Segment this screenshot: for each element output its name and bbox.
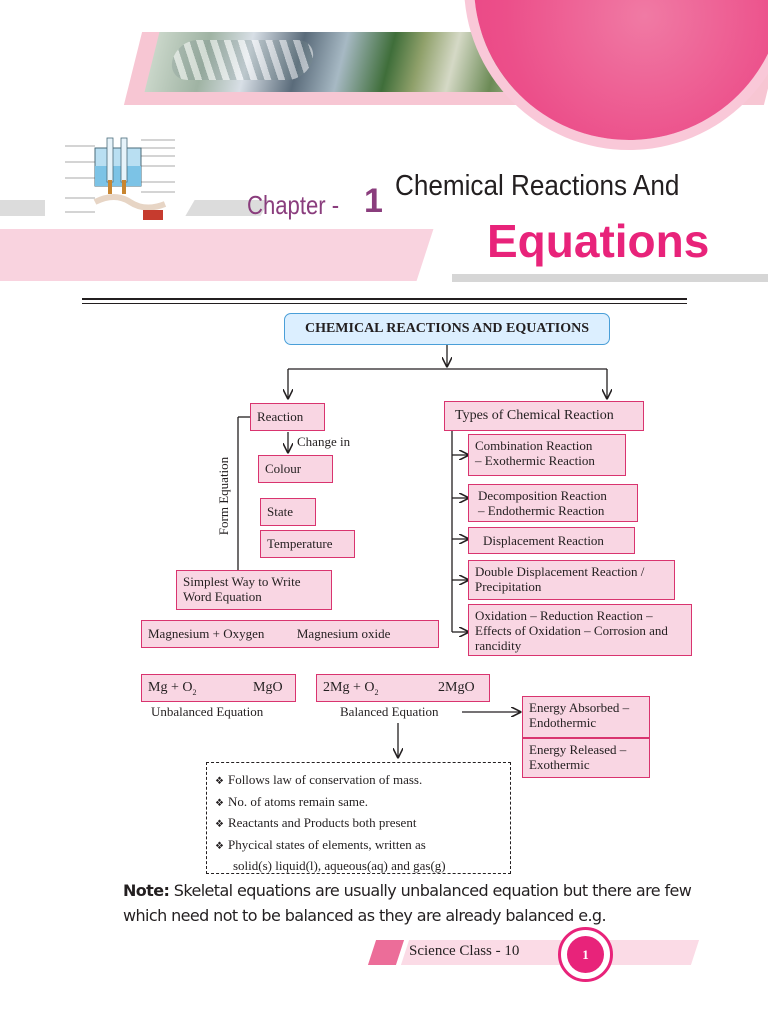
type-line: Displacement Reaction [483,533,604,548]
type-line: Oxidation – Reduction Reaction – [475,608,653,623]
state-box: State [260,498,316,526]
balanced-equation-notes: ❖Follows law of conservation of mass. ❖N… [206,762,511,874]
diamond-bullet-icon: ❖ [215,776,224,787]
page-number: 1 [567,936,604,973]
note-text: Reactants and Products both present [227,815,417,830]
subscript: 2 [374,687,379,697]
note-item: ❖Phycical states of elements, written as [215,835,502,857]
reaction-box: Reaction [250,403,325,431]
note-text: solid(s) liquid(l), aqueous(aq) and gas(… [233,858,446,873]
unbalanced-eq-reactants: Mg + O [148,680,193,695]
footer-subject: Science Class - 10 [409,943,520,959]
type-line: Combination Reaction [475,438,593,453]
balanced-equation-box: 2Mg + O2 2MgO [316,674,490,702]
colour-box: Colour [258,455,333,483]
note-item: ❖Follows law of conservation of mass. [215,770,502,792]
form-equation-wrapper: Form Equation [209,450,239,540]
divider-rule [82,303,687,304]
note-paragraph: Note: Skeletal equations are usually unb… [123,878,703,928]
type-line: Decomposition Reaction [478,488,607,503]
simplest-way-line2: Word Equation [183,589,262,604]
unbalanced-label: Unbalanced Equation [151,704,264,719]
word-equation-reactants: Magnesium + Oxygen [148,626,265,641]
balanced-eq-reactants: 2Mg + O [323,680,375,695]
balanced-eq-product: 2MgO [438,680,475,695]
type-line: rancidity [475,638,522,653]
decor-stripe [452,274,768,282]
types-of-reaction-box: Types of Chemical Reaction [444,401,644,431]
word-equation-box: Magnesium + Oxygen Magnesium oxide [141,620,439,648]
unbalanced-equation-box: Mg + O2 MgO [141,674,296,702]
type-box-oxidation-reduction: Oxidation – Reduction Reaction – Effects… [468,604,692,656]
simplest-way-box: Simplest Way to Write Word Equation [176,570,332,610]
type-line: – Exothermic Reaction [475,453,595,468]
type-line: Effects of Oxidation – Corrosion and [475,623,668,638]
flowchart-main-box: CHEMICAL REACTIONS AND EQUATIONS [284,313,610,345]
note-text: Skeletal equations are usually unbalance… [123,881,692,925]
energy-released-line1: Energy Released – [529,742,627,757]
note-label: Note: [123,881,170,900]
electrolysis-apparatus-image [65,137,175,220]
energy-released-box: Energy Released – Exothermic [522,738,650,778]
diamond-bullet-icon: ❖ [215,819,224,830]
chapter-title-line1: Chemical Reactions And [395,170,680,202]
energy-absorbed-line1: Energy Absorbed – [529,700,630,715]
diamond-bullet-icon: ❖ [215,797,224,809]
temperature-box: Temperature [260,530,355,558]
word-equation-product: Magnesium oxide [296,626,391,641]
note-text: Phycical states of elements, written as [227,836,426,852]
type-line: Double Displacement Reaction / [475,564,645,579]
energy-absorbed-box: Energy Absorbed – Endothermic [522,696,650,738]
energy-released-line2: Exothermic [529,757,590,772]
chapter-number: 1 [364,182,383,220]
decor-stripe [0,200,45,216]
unbalanced-eq-product: MgO [253,680,283,695]
simplest-way-line1: Simplest Way to Write [183,574,301,589]
balanced-label: Balanced Equation [340,704,439,719]
energy-absorbed-line2: Endothermic [529,715,597,730]
note-text: No. of atoms remain same. [227,793,369,809]
note-item: ❖Reactants and Products both present [215,813,502,835]
page-number-badge: 1 [558,927,613,982]
subscript: 2 [192,687,197,697]
note-item: ❖No. of atoms remain same. [215,792,502,814]
change-in-label: Change in [297,434,351,449]
type-box-decomposition: Decomposition Reaction – Endothermic Rea… [468,484,638,522]
type-box-double-displacement: Double Displacement Reaction / Precipita… [468,560,675,600]
type-line: – Endothermic Reaction [478,503,605,518]
divider-rule [82,298,687,300]
form-equation-label: Form Equation [216,456,231,536]
chapter-title-line2: Equations [487,215,710,267]
type-box-displacement: Displacement Reaction [468,527,635,554]
type-line: Precipitation [475,579,542,594]
note-text: Follows law of conservation of mass. [227,772,423,787]
diamond-bullet-icon: ❖ [215,840,224,852]
type-box-combination: Combination Reaction – Exothermic Reacti… [468,434,626,476]
chapter-label: Chapter - [247,190,340,220]
note-item: solid(s) liquid(l), aqueous(aq) and gas(… [215,856,502,876]
